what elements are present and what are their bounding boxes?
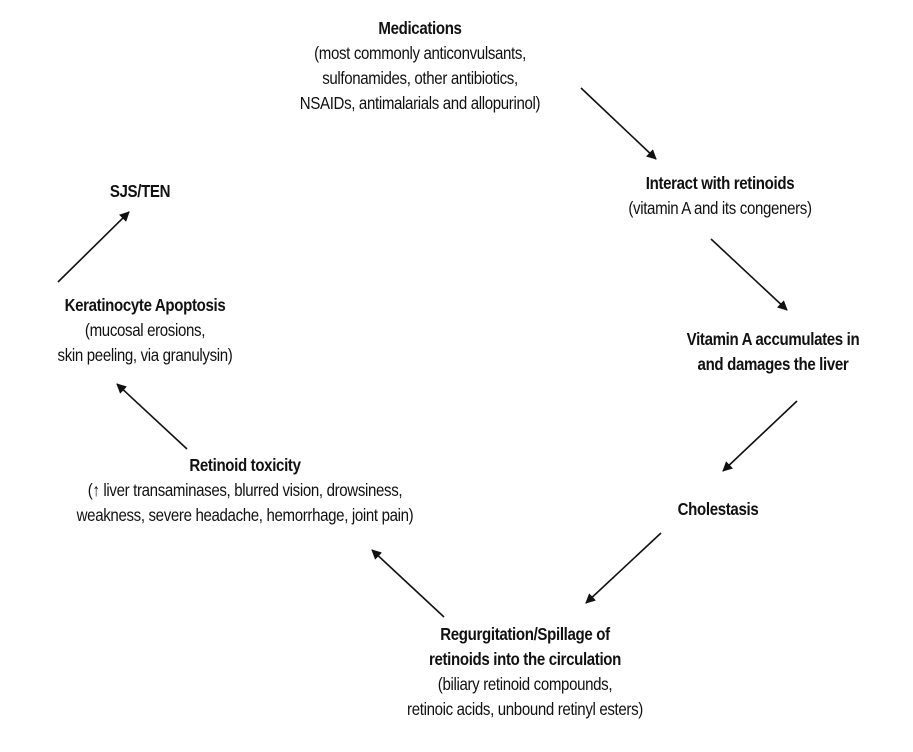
arrow-cholestasis-to-regurgitation	[585, 532, 662, 604]
interact-detail-line: (vitamin A and its congeners)	[628, 198, 812, 218]
medications-detail-line: NSAIDs, antimalarials and allopurinol)	[299, 93, 541, 113]
toxicity-detail-line: (↑ liver transaminases, blurred vision, …	[87, 480, 403, 500]
regurgitation-detail-line: retinoic acids, unbound retinyl esters)	[407, 699, 643, 719]
node-retinoid-toxicity: Retinoid toxicity (↑ liver transaminases…	[34, 453, 455, 528]
accumulates-title-line: Vitamin A accumulates in	[686, 329, 860, 349]
apoptosis-title: Keratinocyte Apoptosis	[64, 295, 226, 315]
regurgitation-title-line: Regurgitation/Spillage of	[440, 624, 610, 644]
apoptosis-detail-line: skin peeling, via granulysin)	[57, 345, 233, 365]
node-vitamin-a-accumulates: Vitamin A accumulates in and damages the…	[657, 327, 889, 377]
medications-detail-line: (most commonly anticonvulsants,	[314, 43, 526, 63]
arrow-toxicity-to-apoptosis	[116, 383, 188, 450]
node-cholestasis: Cholestasis	[658, 497, 778, 522]
arrow-medications-to-interact	[580, 87, 657, 160]
accumulates-title-line: and damages the liver	[697, 354, 849, 374]
regurgitation-detail-line: (biliary retinoid compounds,	[437, 674, 613, 694]
sjs-ten-title: SJS/TEN	[109, 181, 171, 201]
node-medications: Medications (most commonly anticonvulsan…	[257, 16, 584, 116]
apoptosis-detail-line: (mucosal erosions,	[84, 320, 206, 340]
cholestasis-title: Cholestasis	[677, 499, 759, 519]
node-regurgitation: Regurgitation/Spillage of retinoids into…	[366, 622, 684, 722]
node-interact-with-retinoids: Interact with retinoids (vitamin A and i…	[591, 171, 849, 221]
arrow-interact-to-accumulates	[710, 238, 788, 311]
arrow-regurgitation-to-toxicity	[371, 549, 445, 618]
arrow-apoptosis-to-sjs	[57, 211, 130, 283]
toxicity-detail-line: weakness, severe headache, hemorrhage, j…	[76, 505, 414, 525]
interact-title: Interact with retinoids	[645, 173, 795, 193]
medications-title: Medications	[378, 18, 462, 38]
toxicity-title: Retinoid toxicity	[189, 455, 301, 475]
regurgitation-title-line: retinoids into the circulation	[428, 649, 622, 669]
node-keratinocyte-apoptosis: Keratinocyte Apoptosis (mucosal erosions…	[38, 293, 253, 368]
arrow-accumulates-to-cholestasis	[722, 400, 798, 472]
medications-detail-line: sulfonamides, other antibiotics,	[322, 68, 518, 88]
node-sjs-ten: SJS/TEN	[93, 179, 188, 204]
